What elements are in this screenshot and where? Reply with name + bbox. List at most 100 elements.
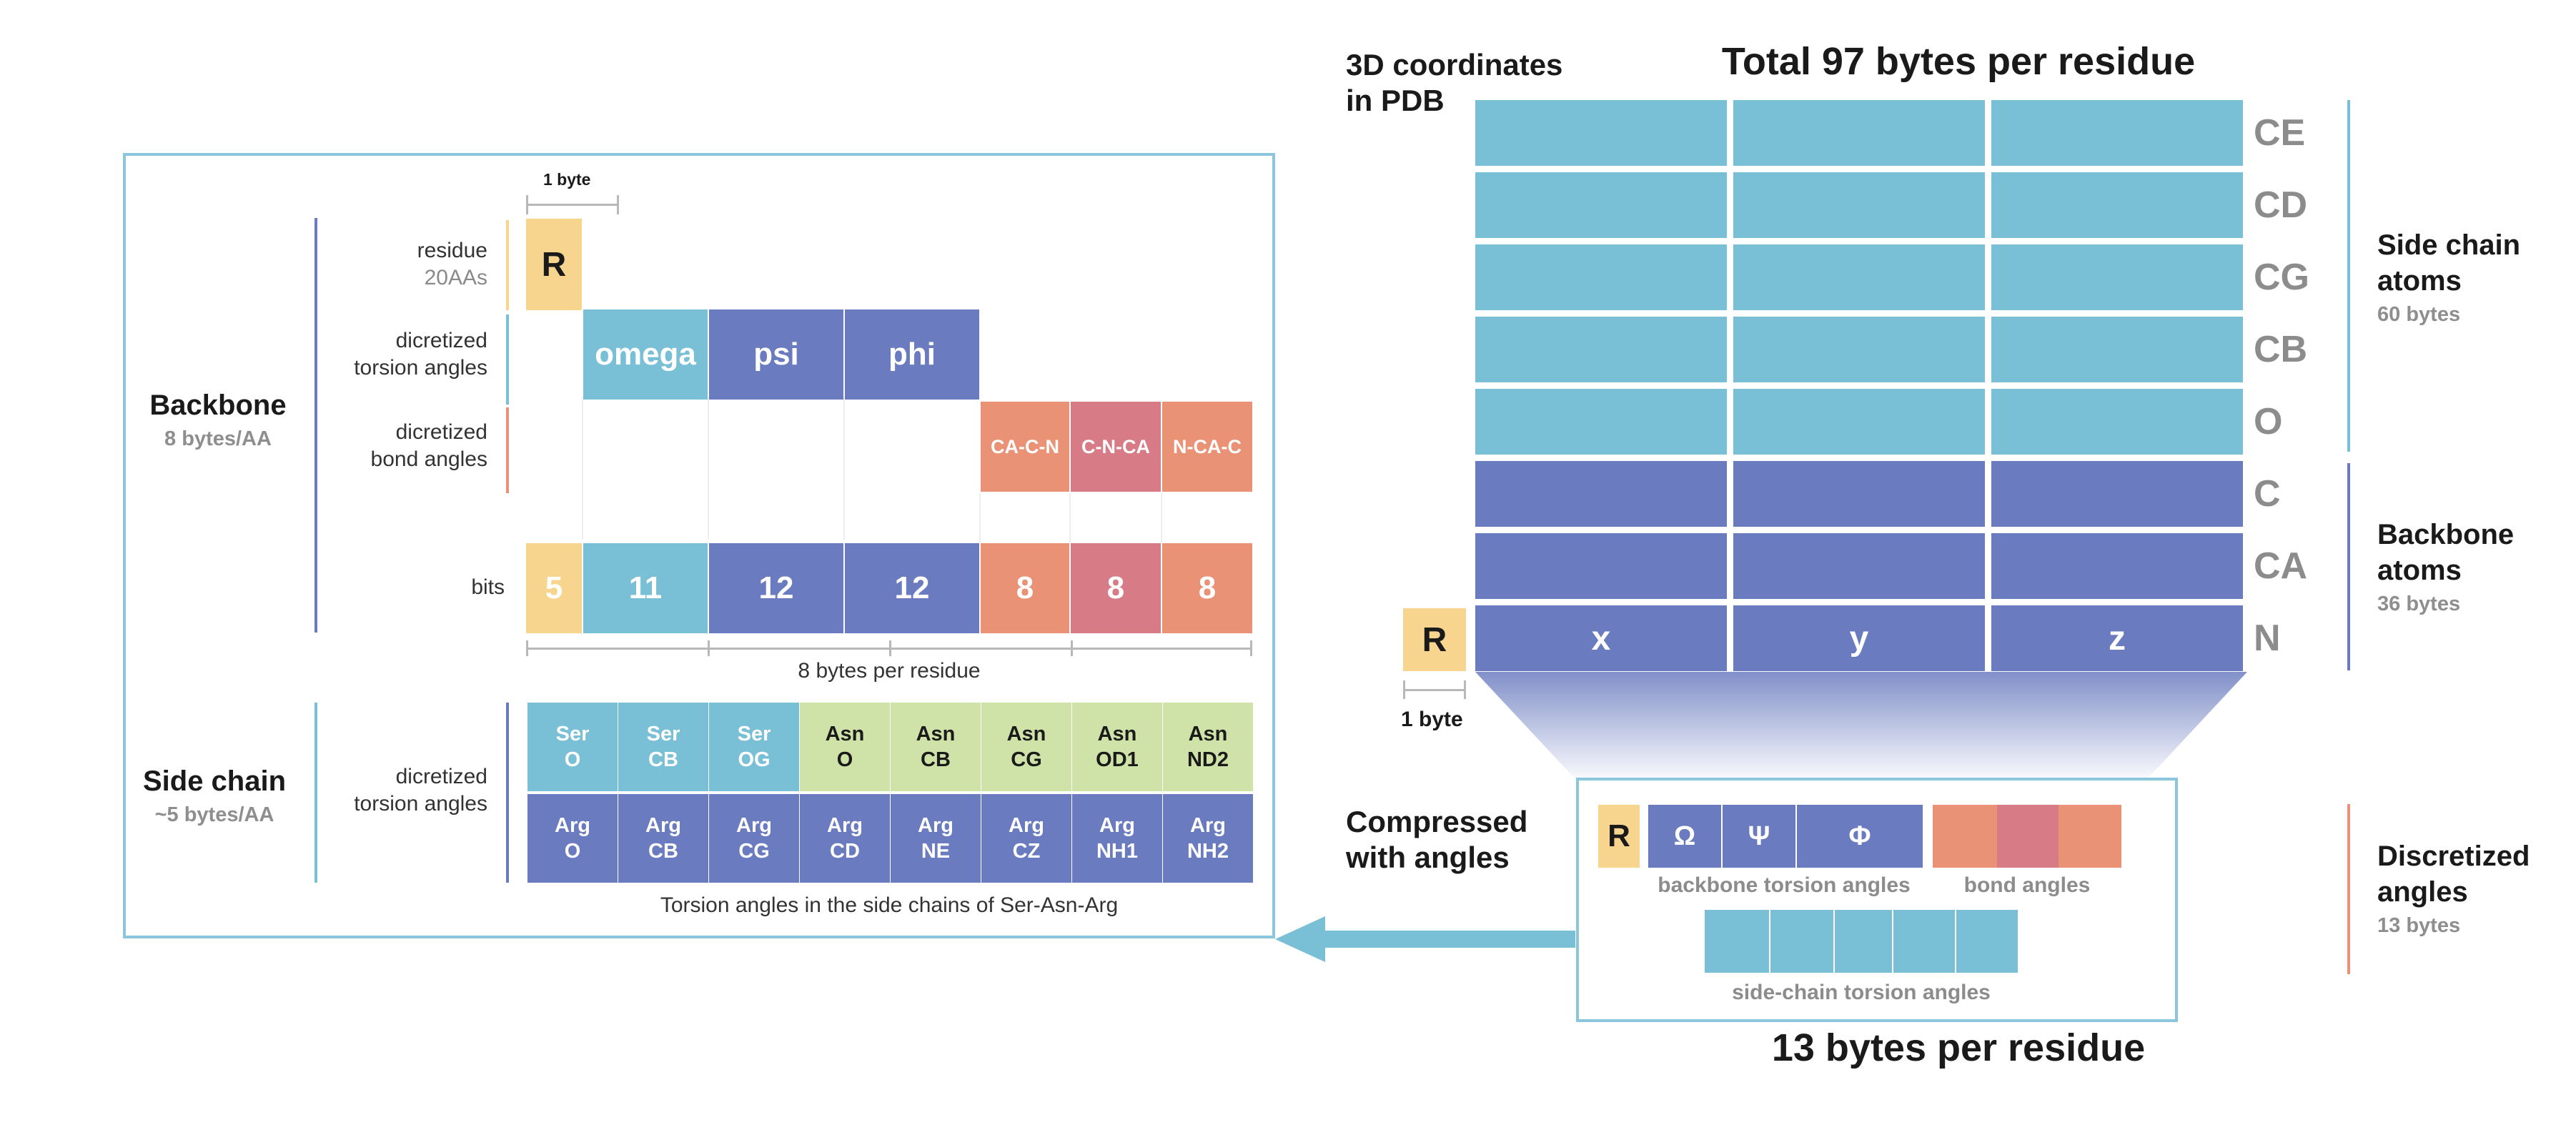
coordinate-cell: z: [1991, 605, 2243, 671]
bond-marker: [506, 407, 509, 493]
bond-angle-cell-3: [2059, 805, 2121, 868]
coordinate-cell: x: [1475, 605, 1727, 671]
bytes-ruler-tick: [889, 640, 891, 656]
coordinate-cell: [1733, 533, 1985, 599]
torsion-marker: [506, 314, 509, 405]
discretized-angles-title2: angles: [2377, 876, 2468, 908]
discretized-angles-bracket: [2347, 804, 2350, 974]
residue-name: Asn: [916, 723, 956, 745]
bits-cell-bond3: 8: [1162, 543, 1252, 633]
compressed-box: [1576, 778, 2178, 1022]
coords-label: 3D coordinates in PDB: [1346, 47, 1562, 119]
coordinate-cell: [1733, 100, 1985, 166]
side-chain-torsion-cell-1: [1705, 910, 1769, 973]
atom-name: OG: [738, 748, 771, 771]
discretized-angles-size: 13 bytes: [2377, 914, 2461, 937]
bond-angle-cell-2: [1997, 805, 2059, 868]
side-chain-torsion-cell-3: [1835, 910, 1892, 973]
torsion-label-line1: dicretized: [395, 329, 487, 352]
atom-name: OD1: [1096, 748, 1139, 771]
column-guide: [843, 397, 845, 540]
residue-name: Asn: [1006, 723, 1046, 745]
bytes-per-residue-label: 8 bytes per residue: [798, 659, 981, 683]
side-chain-atoms-size: 60 bytes: [2377, 303, 2461, 326]
coordinate-cell: [1733, 461, 1985, 527]
compressed-label-line2: with angles: [1346, 841, 1510, 874]
residue-name: Ser: [646, 723, 680, 745]
column-guide: [1161, 493, 1162, 543]
bytes-ruler-tick: [1250, 640, 1252, 656]
atom-name: O: [564, 748, 581, 771]
residue-name: Ser: [555, 723, 590, 745]
residue-name: Arg: [827, 814, 863, 837]
backbone-title: Backbone: [149, 390, 287, 421]
residue-byte-cell: R: [1403, 608, 1466, 671]
coordinate-cell: [1475, 461, 1727, 527]
bond-row-label: dicretized bond angles: [314, 419, 487, 473]
side-chain-atoms-bracket: [2347, 100, 2350, 452]
psi-cell: psi: [709, 309, 843, 400]
backbone-bracket: [314, 218, 317, 633]
residue-name: Asn: [1097, 723, 1137, 745]
atom-label: CD: [2254, 184, 2308, 226]
side-chain-torsion-cell-2: [1770, 910, 1833, 973]
omega-cell: omega: [583, 309, 708, 400]
coordinate-cell: [1475, 317, 1727, 382]
bond-cell-c-n-ca: C-N-CA: [1071, 402, 1161, 492]
residue-byte-tick: [1464, 680, 1466, 699]
coordinate-cell: [1475, 389, 1727, 455]
residue-name: Asn: [825, 723, 865, 745]
column-guide: [979, 493, 981, 543]
right-title: Total 97 bytes per residue: [1721, 40, 2196, 83]
backbone-torsion-label: backbone torsion angles: [1658, 873, 1911, 897]
coords-label-line2: in PDB: [1346, 84, 1445, 117]
compression-funnel: [1475, 672, 2247, 779]
bits-cell-phi: 12: [845, 543, 979, 633]
atom-name: ND2: [1187, 748, 1229, 771]
discretized-angles-title1: Discretized: [2377, 841, 2530, 872]
side-chain-atoms-title1: Side chain: [2377, 229, 2521, 261]
residue-name: Arg: [736, 814, 772, 837]
side-torsion-label-line1: dicretized: [395, 765, 487, 788]
atom-label: CG: [2254, 257, 2309, 298]
coordinate-cell: [1733, 172, 1985, 238]
side-chain-size: ~5 bytes/AA: [154, 803, 274, 826]
coordinate-cell: [1991, 100, 2243, 166]
coords-label-line1: 3D coordinates: [1346, 48, 1563, 81]
residue-label-line: residue: [417, 239, 487, 262]
side-chain-torsion-label: side-chain torsion angles: [1732, 981, 1991, 1004]
side-chain-caption: Torsion angles in the side chains of Ser…: [660, 893, 1119, 917]
residue-marker: [506, 220, 509, 310]
byte-scale-tick: [526, 195, 528, 214]
atom-label: CB: [2254, 329, 2308, 370]
bytes-ruler-tick: [526, 640, 528, 656]
residue-byte-scale: [1403, 689, 1466, 691]
atom-name: CB: [648, 748, 678, 771]
atom-name: CB: [921, 748, 951, 771]
bits-cell-omega: 11: [583, 543, 708, 633]
backbone-atoms-bracket: [2347, 463, 2350, 670]
atom-label: O: [2254, 401, 2283, 442]
atom-name: O: [836, 748, 853, 771]
side-chain-torsion-cell-4: [1893, 910, 1955, 973]
bond-angle-cell-1: [1933, 805, 1997, 868]
residue-name: Arg: [1190, 814, 1226, 837]
side-chain-group-label: Side chain ~5 bytes/AA: [136, 763, 293, 831]
bytes-ruler-tick: [708, 640, 710, 656]
residue-byte-tick: [1403, 680, 1405, 699]
atom-label: C: [2254, 473, 2281, 515]
bits-cell-residue: 5: [526, 543, 582, 633]
